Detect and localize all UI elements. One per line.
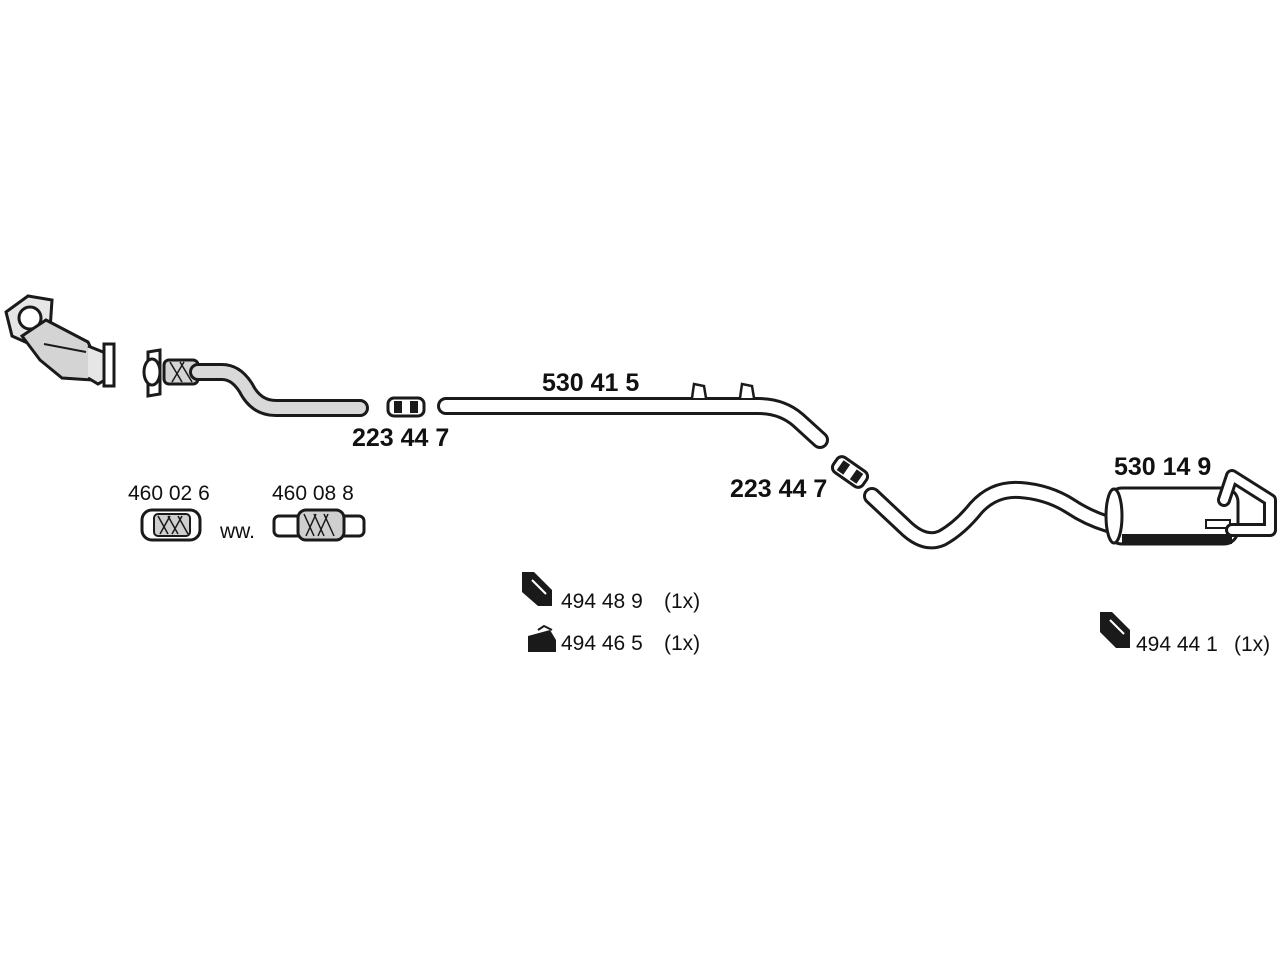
mount-2-part: 494 46 5 — [561, 632, 643, 655]
center-pipe — [437, 382, 829, 449]
flex-pipe-b — [272, 508, 366, 542]
mount-2-qty: (1x) — [664, 632, 700, 655]
clamp-rear — [830, 455, 870, 489]
rear-muffler-label: 530 14 9 — [1114, 453, 1211, 481]
rear-muffler-assembly — [863, 469, 1277, 550]
mount-1-qty: (1x) — [664, 590, 700, 613]
clamp-front-label: 223 44 7 — [352, 424, 449, 452]
rubber-hanger-icon — [522, 572, 552, 606]
alternative-label: ww. — [219, 520, 255, 543]
clamp-rear-label: 223 44 7 — [730, 475, 827, 503]
rubber-block-mount-icon — [528, 624, 556, 652]
clamp-front — [386, 396, 426, 418]
flex-pipe-a — [140, 508, 202, 542]
mount-3-part: 494 44 1 — [1136, 633, 1218, 656]
flex-pipe-a-label: 460 02 6 — [128, 482, 210, 505]
rubber-hanger-icon — [1100, 612, 1130, 648]
mount-3-qty: (1x) — [1234, 633, 1270, 656]
mount-1-part: 494 48 9 — [561, 590, 643, 613]
catalytic-converter — [4, 294, 116, 388]
center-pipe-label: 530 41 5 — [542, 369, 639, 397]
flex-pipe-b-label: 460 08 8 — [272, 482, 354, 505]
front-downpipe — [142, 348, 369, 417]
